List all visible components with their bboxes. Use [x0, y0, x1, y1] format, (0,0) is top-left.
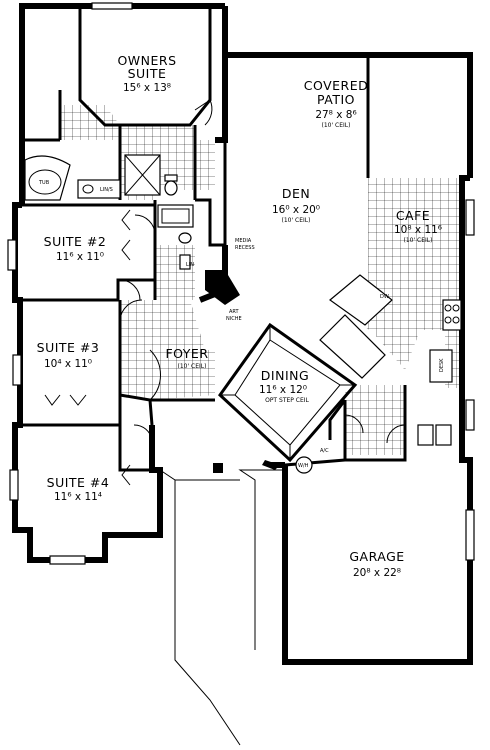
suite4-dims: 11⁶ x 11⁴: [54, 491, 102, 503]
desk-label: DESK: [439, 358, 445, 372]
art-niche-label-2: NICHE: [226, 316, 242, 322]
dryer-icon: [435, 424, 452, 446]
den-name: DEN: [282, 186, 310, 201]
bathtub-icon: [157, 204, 194, 228]
covered-patio-note: (10' CEIL): [322, 122, 351, 129]
owners-suite-dims: 15⁶ x 13⁸: [123, 82, 171, 94]
garage-dims: 20⁸ x 22⁸: [353, 567, 401, 579]
sink-icon: [82, 184, 94, 194]
wh-label: W/H: [298, 463, 309, 469]
tub-label: TUB: [38, 180, 50, 186]
foyer-note: (10' CEIL): [178, 363, 207, 370]
ac-label: A/C: [320, 448, 329, 454]
covered-patio-name-2: PATIO: [317, 92, 355, 107]
suite3-dims: 10⁴ x 11⁰: [44, 358, 92, 370]
fixtures: [7, 2, 475, 565]
dining-dims: 11⁶ x 12⁰: [259, 384, 307, 396]
driveway: [159, 469, 285, 746]
media-recess-label-2: RECESS: [235, 245, 255, 251]
toilet-icon: [179, 254, 191, 270]
doors: [44, 99, 406, 486]
interior-walls: [20, 6, 407, 472]
suite2-dims: 11⁶ x 11⁰: [56, 251, 104, 263]
vanity: [77, 179, 121, 199]
garage-name: GARAGE: [349, 549, 404, 564]
lin-label: LIN: [186, 262, 194, 268]
foyer-name: FOYER: [165, 346, 208, 361]
suite2-name: SUITE #2: [44, 234, 107, 249]
sink-icon: [178, 232, 192, 244]
suite3-name: SUITE #3: [37, 340, 100, 355]
tub-icon: [24, 155, 71, 201]
solid-wall-blocks: [205, 270, 280, 473]
owners-suite-name-2: SUITE: [128, 66, 167, 81]
fixture-labels: TUB LIN/S LIN MEDIA RECESS ART NICHE DW …: [38, 180, 445, 469]
toilet-icon: [164, 174, 178, 182]
covered-patio-dims: 27⁸ x 8⁶: [315, 109, 356, 121]
dw-label: DW: [380, 294, 389, 300]
art-niche-label: ART: [229, 309, 240, 315]
cafe-dims: 10⁸ x 11⁶: [394, 224, 442, 236]
washer-icon: [417, 424, 434, 446]
lin-s-label: LIN/S: [100, 187, 113, 193]
covered-patio-name: COVERED: [304, 78, 369, 93]
cafe-note: (10' CEIL): [404, 237, 433, 244]
owners-suite-name: OWNERS: [117, 53, 176, 68]
suite4-name: SUITE #4: [47, 475, 110, 490]
cafe-name: CAFE: [396, 208, 430, 223]
room-labels: OWNERS SUITE 15⁶ x 13⁸ COVERED PATIO 27⁸…: [37, 53, 442, 579]
media-recess-label: MEDIA: [235, 238, 252, 244]
den-note: (10' CEIL): [282, 217, 311, 224]
desk: [429, 349, 453, 383]
range-icon: [442, 299, 462, 331]
dining-name: DINING: [261, 368, 309, 383]
dining-note: OPT STEP CEIL: [265, 397, 309, 404]
den-dims: 16⁰ x 20⁰: [272, 204, 320, 216]
water-heater-icon: [295, 456, 313, 474]
